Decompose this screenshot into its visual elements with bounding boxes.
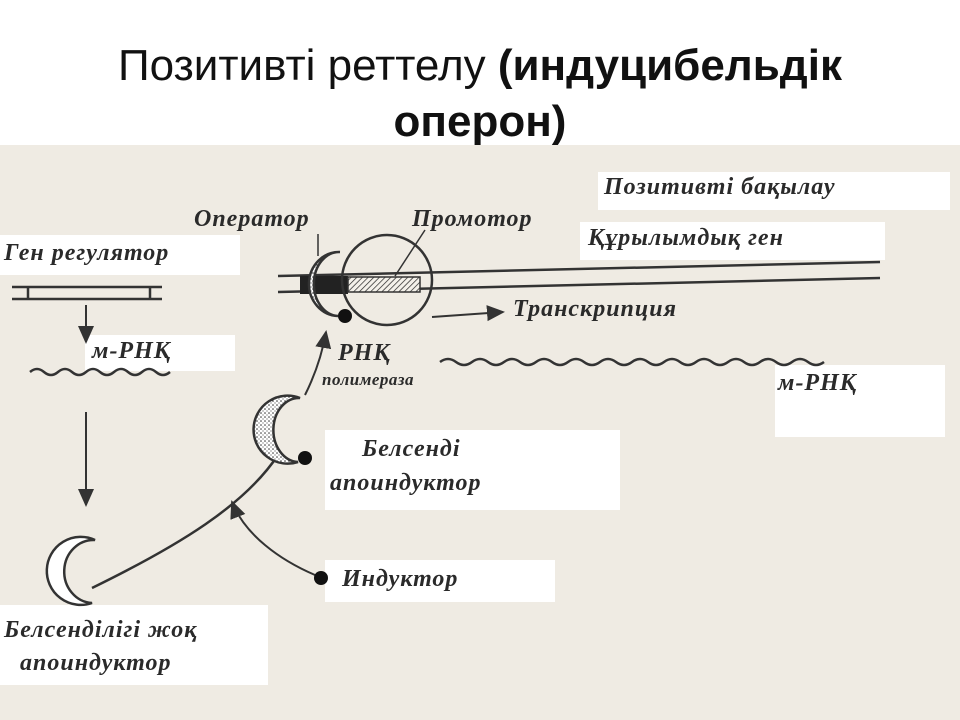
gene-regulator-dna [12, 285, 162, 301]
label-structural-gene: Құрылымдық ген [588, 225, 784, 251]
active-apoinductor-dot [298, 451, 312, 465]
promoter-region [347, 276, 421, 293]
label-inactive-apoinductor-line2: апоиндуктор [20, 650, 172, 676]
inactive-apoinductor-shape [45, 535, 96, 607]
label-gene-regulator: Ген регулятор [4, 240, 170, 266]
label-inactive-apoinductor-line1: Белсенділігі жоқ [4, 617, 198, 643]
label-patch [598, 172, 950, 210]
label-patch [85, 335, 235, 371]
label-polymerase: полимераза [322, 370, 415, 389]
rna-polymerase-circle [340, 233, 434, 327]
promoter-pointer [394, 229, 426, 277]
inductor-dot [314, 571, 328, 585]
label-mrna-left: м-РНҚ [92, 338, 172, 364]
label-active-apoinductor-line1: Белсенді [362, 436, 461, 462]
slide-title-line-1: Позитивті реттелу (индуцибельдік [0, 40, 960, 92]
label-patch [325, 560, 555, 602]
active-apoinductor-shape [252, 394, 301, 465]
activation-curve [91, 454, 280, 590]
label-rna: РНҚ [338, 340, 391, 366]
label-active-apoinductor-line2: апоиндуктор [330, 470, 482, 496]
label-positive-control: Позитивті бақылау [604, 174, 836, 200]
title-bold-text: (индуцибельдік [497, 41, 842, 90]
label-promoter: Промотор [412, 206, 533, 232]
label-patch [325, 430, 620, 510]
title-bold-text-2: оперон) [393, 97, 567, 146]
mrna-wave-left [29, 367, 171, 377]
label-patch [0, 235, 240, 275]
label-transcription: Транскрипция [513, 296, 677, 322]
inductor-arrow [230, 500, 316, 576]
mrna-wave-right [439, 357, 825, 367]
transcription-arrow [431, 305, 505, 322]
label-patch [775, 365, 945, 437]
label-operator: Оператор [194, 206, 310, 232]
title-normal-text: Позитивті реттелу [118, 41, 498, 90]
label-patch [0, 605, 268, 685]
slide-title-line-2: оперон) [0, 96, 960, 148]
label-inductor: Индуктор [342, 566, 459, 592]
label-patch [580, 222, 885, 260]
arrow-to-operator [304, 330, 332, 396]
bound-apoinductor-dot [338, 309, 352, 323]
label-mrna-right: м-РНҚ [778, 370, 858, 396]
